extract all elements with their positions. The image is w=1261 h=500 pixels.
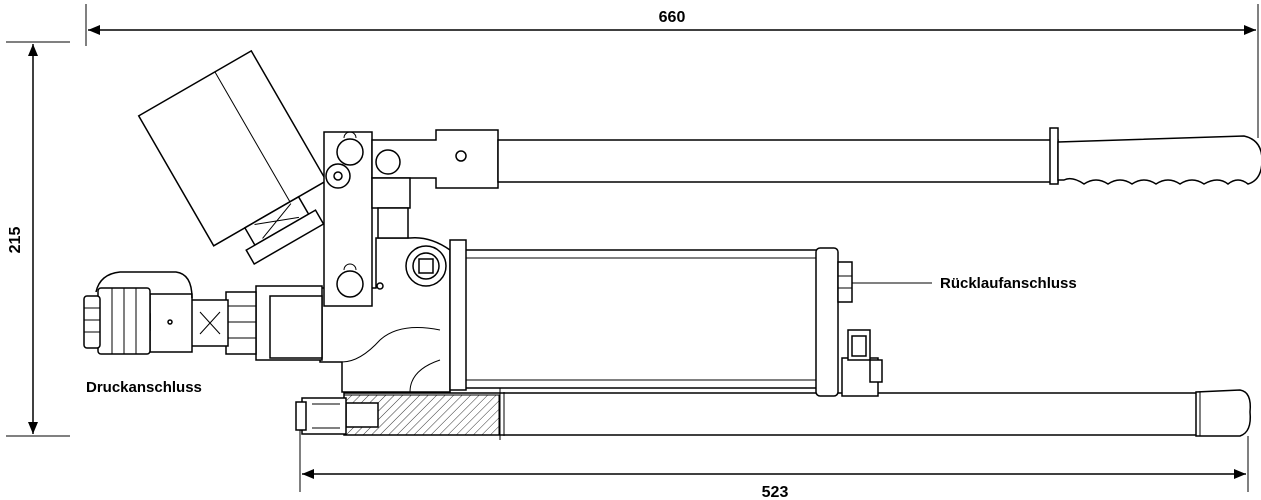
base-end-cap bbox=[1195, 389, 1252, 437]
handle-grip bbox=[1057, 135, 1261, 185]
pump-head bbox=[255, 237, 467, 393]
dimension-value-overall: 660 bbox=[659, 9, 686, 26]
coupler-nose bbox=[83, 295, 101, 349]
dimension-overall-length: 660 bbox=[85, 4, 1259, 138]
dimension-base-length: 523 bbox=[299, 404, 1249, 500]
pressure-coupling bbox=[83, 271, 257, 355]
base-end-fitting bbox=[301, 397, 347, 435]
hex-nut bbox=[225, 291, 257, 355]
label-return-port: Rücklaufanschluss bbox=[940, 275, 1077, 292]
pressure-gauge bbox=[137, 49, 328, 266]
dimension-value-height: 215 bbox=[7, 227, 24, 254]
upper-handle-tube bbox=[497, 139, 1059, 183]
dimension-height: 215 bbox=[6, 41, 70, 437]
cylinder-body bbox=[463, 249, 821, 389]
base-tube bbox=[295, 388, 1252, 440]
cylinder-end-cap bbox=[815, 247, 839, 397]
pump-lever bbox=[323, 127, 1261, 307]
dimension-value-base: 523 bbox=[762, 484, 789, 500]
pump-cylinder bbox=[463, 247, 883, 397]
dust-cap-strap bbox=[95, 271, 193, 299]
label-pressure-port: Druckanschluss bbox=[86, 379, 202, 396]
return-port-fitting bbox=[837, 261, 853, 303]
